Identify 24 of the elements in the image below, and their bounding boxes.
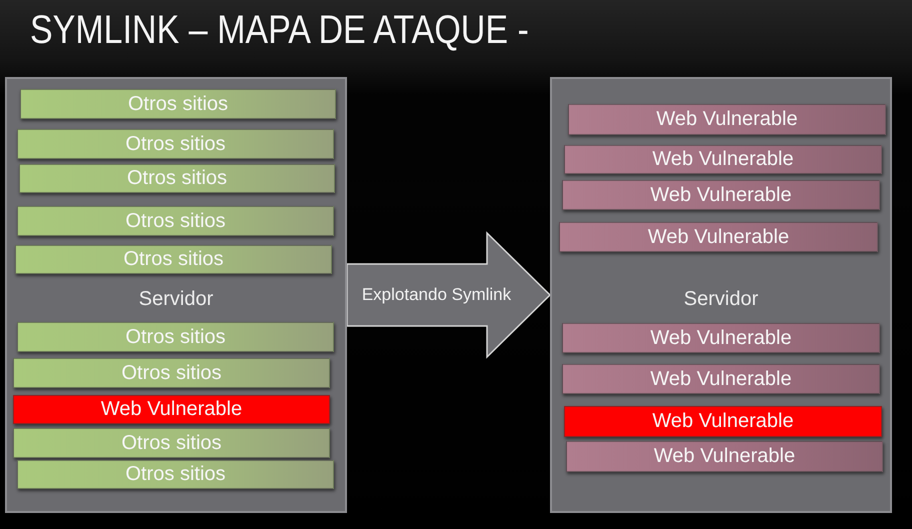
site-bar: Otros sitios [17, 129, 334, 159]
server-panel [550, 77, 892, 513]
site-bar: Otros sitios [13, 428, 330, 458]
vulnerable-site-bar: Web Vulnerable [564, 145, 882, 174]
site-bar: Otros sitios [15, 245, 332, 274]
site-bar: Otros sitios [19, 164, 335, 193]
site-bar: Otros sitios [13, 358, 330, 388]
vulnerable-site-bar: Web Vulnerable [559, 222, 878, 252]
site-bar: Otros sitios [20, 89, 336, 119]
vulnerable-site-bar: Web Vulnerable [562, 180, 880, 210]
vulnerable-site-bar: Web Vulnerable [566, 441, 883, 472]
panel-label: Servidor [682, 287, 760, 311]
highlighted-vulnerable-site-bar: Web Vulnerable [564, 406, 882, 437]
site-bar: Otros sitios [17, 206, 334, 236]
vulnerable-site-bar: Web Vulnerable [562, 323, 880, 353]
vulnerable-site-bar: Web Vulnerable [568, 104, 886, 135]
highlighted-vulnerable-site-bar: Web Vulnerable [13, 395, 330, 424]
vulnerable-site-bar: Web Vulnerable [562, 364, 880, 394]
slide-title: SYMLINK – MAPA DE ATAQUE - [30, 8, 529, 52]
site-bar: Otros sitios [17, 460, 334, 489]
site-bar: Otros sitios [17, 322, 334, 352]
server-panel [5, 77, 347, 513]
edge-label: Explotando Symlink [360, 285, 512, 305]
panel-label: Servidor [138, 287, 214, 311]
